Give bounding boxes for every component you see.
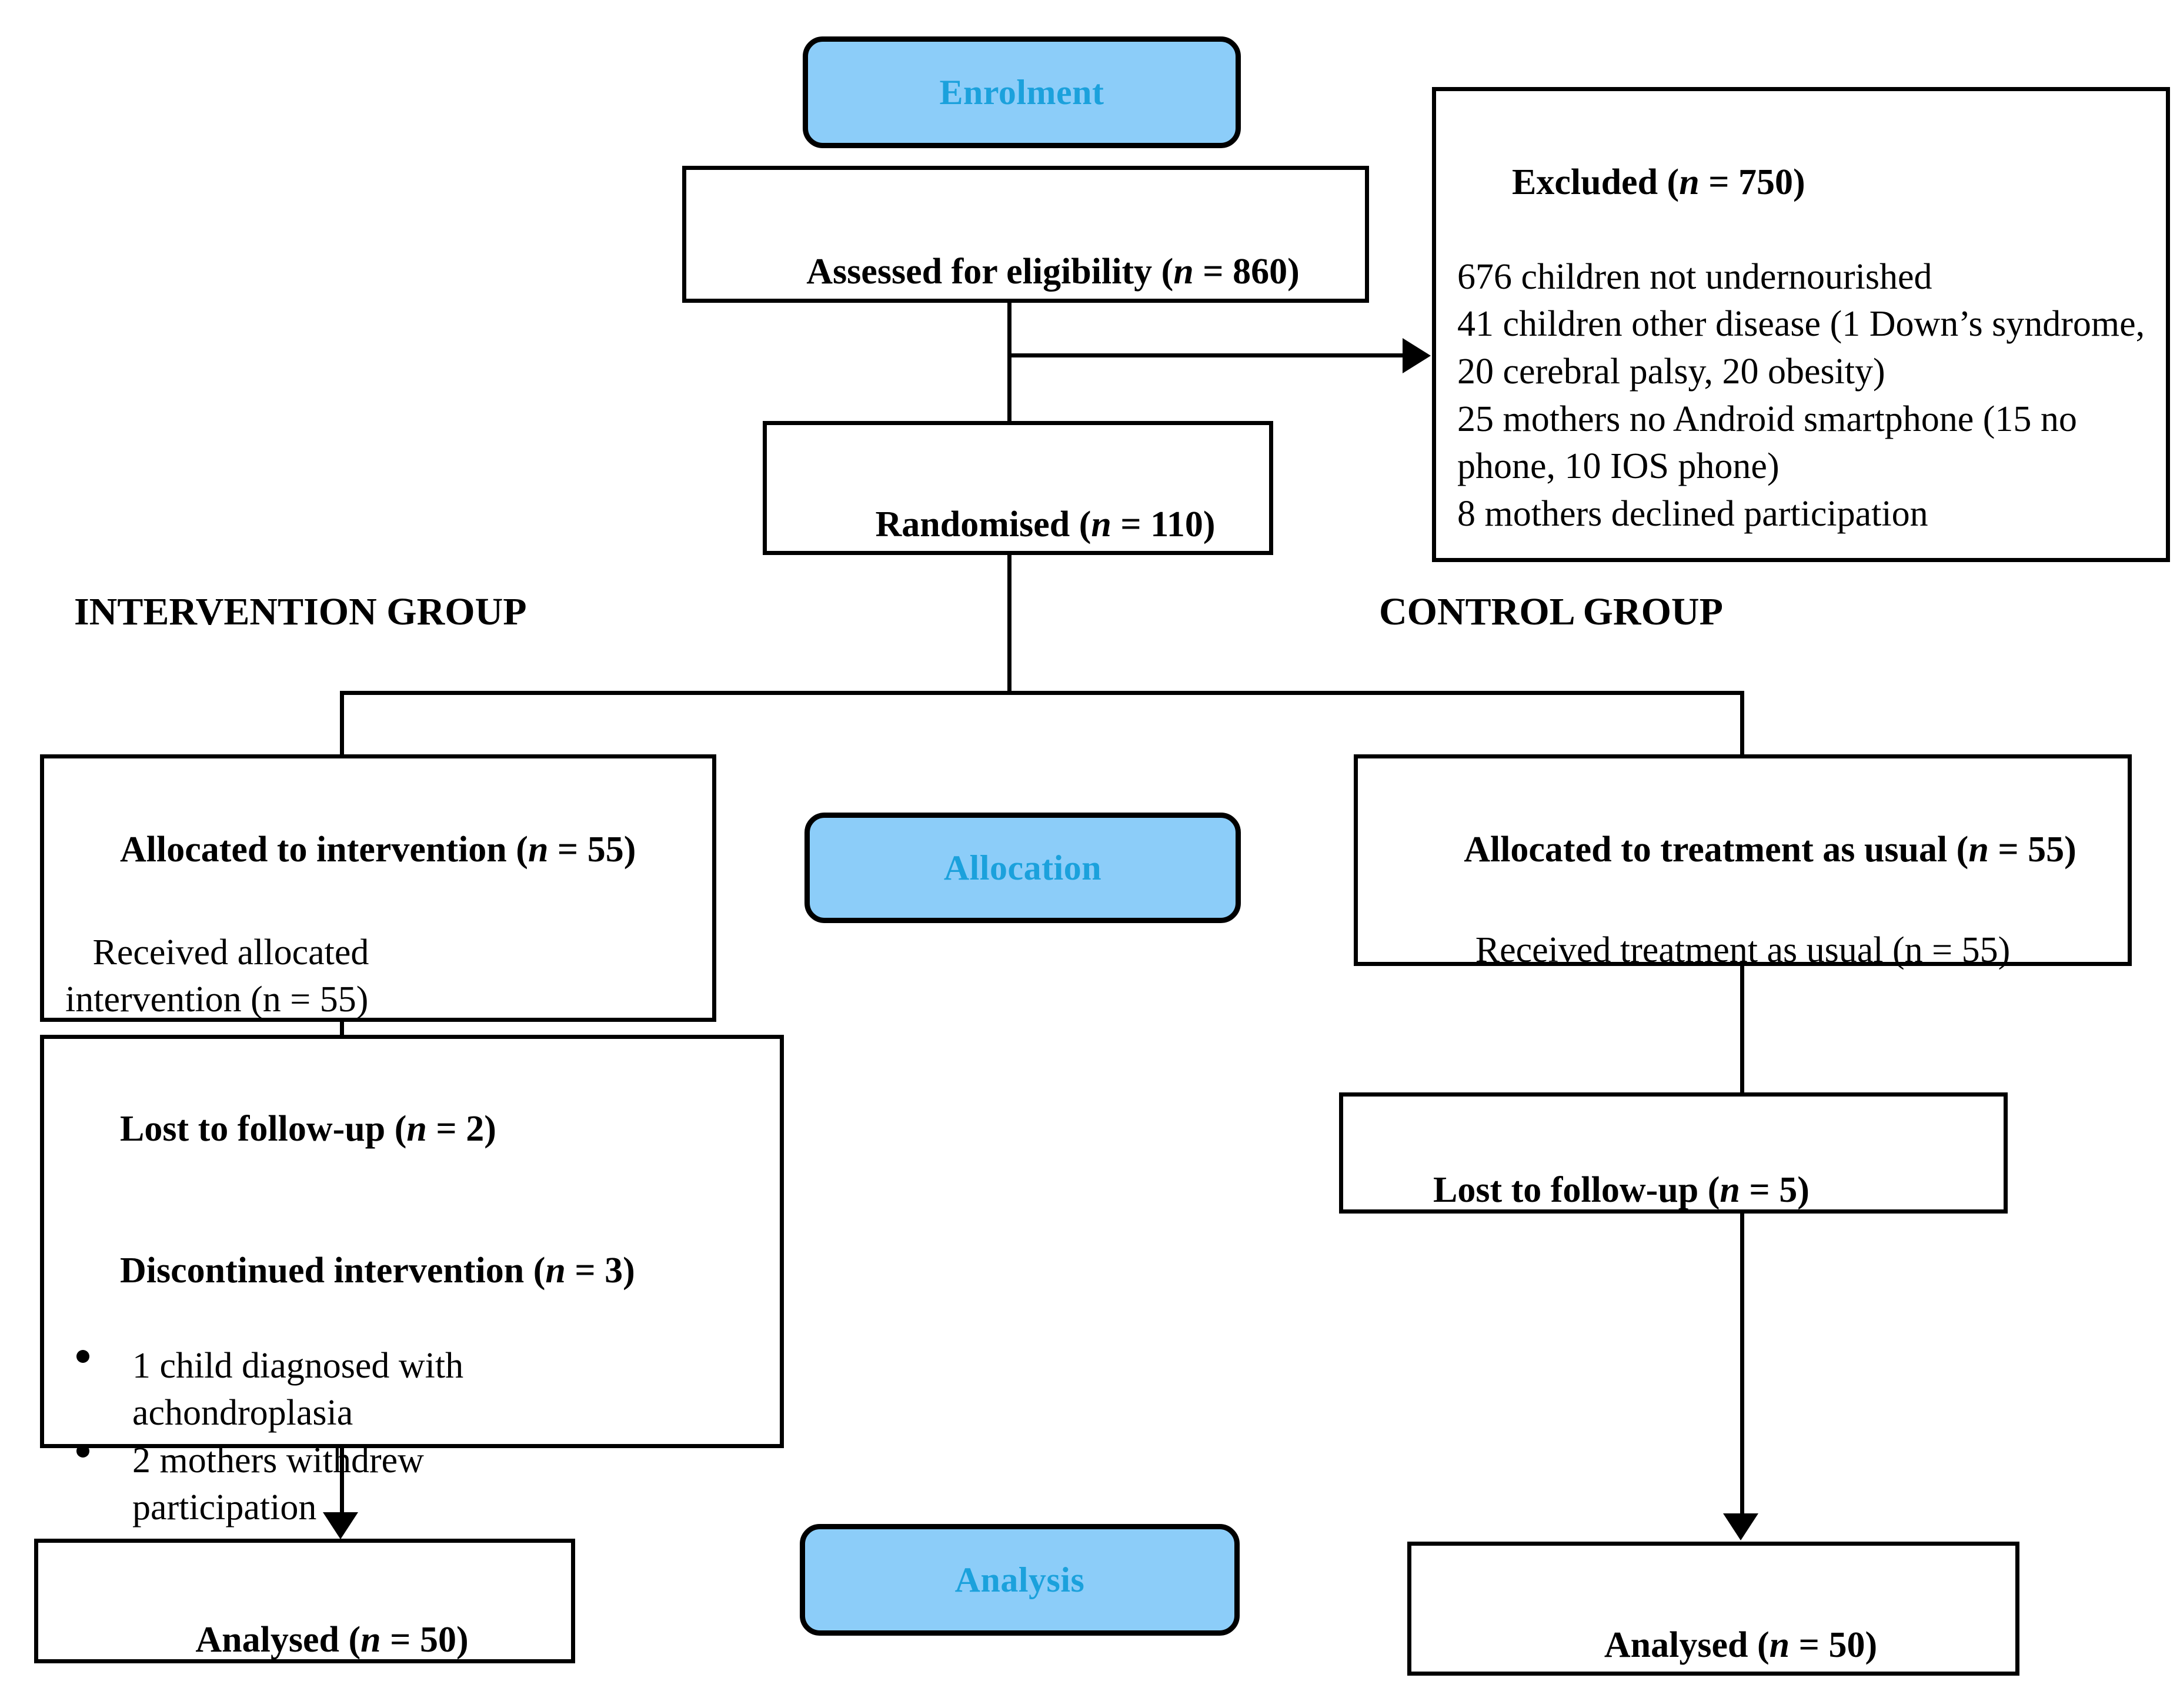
allocated-control-n-symbol: n (1968, 829, 1989, 870)
connector-split-to-intervention (340, 691, 344, 756)
excluded-reason-1: 676 children not undernourished (1457, 256, 1932, 297)
connector-excluded-arrowhead (1403, 338, 1431, 373)
analysed-control-prefix: Analysed ( (1604, 1625, 1770, 1665)
box-analysed-intervention: Analysed (n = 50) (34, 1539, 575, 1663)
bullet-icon (76, 1350, 89, 1363)
stage-label-allocation-text: Allocation (943, 848, 1102, 887)
connector-intervention-analysed-arrowhead (323, 1512, 358, 1539)
control-lost-heading: Lost to follow-up (n = 5) (1343, 1097, 2004, 1261)
analysed-intervention-n-symbol: n (360, 1619, 381, 1660)
heading-intervention-group: INTERVENTION GROUP (74, 590, 527, 633)
box-analysed-control: Analysed (n = 50) (1407, 1542, 2019, 1676)
intervention-lost-heading: Lost to follow-up (n = 2) (44, 1039, 780, 1200)
intervention-discontinued-n-symbol: n (545, 1251, 566, 1291)
connector-allocation-split-bar (340, 691, 1744, 695)
assessed-n-symbol: n (1173, 251, 1194, 292)
assessed-prefix: Assessed for eligibility ( (806, 251, 1174, 292)
excluded-reason-3: 25 mothers no Android smartphone (15 no … (1457, 399, 2086, 487)
intervention-discontinued-reasons: 1 child diagnosed with achondroplasia 2 … (44, 1342, 780, 1532)
box-lost-control: Lost to follow-up (n = 5) (1339, 1092, 2008, 1214)
bullet-icon (76, 1445, 89, 1458)
connector-excluded-branch (1007, 353, 1403, 357)
excluded-heading-value: = 750) (1699, 162, 1805, 202)
allocated-intervention-n-symbol: n (528, 829, 549, 870)
assessed-value: = 860) (1193, 251, 1300, 292)
connector-control-alloc-to-lost (1740, 964, 1744, 1092)
allocated-intervention-heading: Allocated to intervention (n = 55) (44, 758, 712, 921)
control-lost-n-symbol: n (1720, 1169, 1740, 1210)
analysed-intervention-text: Analysed (n = 50) (38, 1543, 571, 1708)
allocated-intervention-prefix: Allocated to intervention ( (120, 829, 528, 870)
connector-randomised-trunk (1007, 554, 1011, 694)
intervention-discontinued-prefix: Discontinued intervention ( (120, 1251, 546, 1291)
intervention-discontinued-heading: Discontinued intervention (n = 3) (44, 1200, 780, 1342)
allocated-intervention-detail: Received allocated intervention (n = 55) (65, 932, 369, 1020)
excluded-reason-4: 8 mothers declined participation (1457, 493, 1928, 534)
control-lost-value: = 5) (1740, 1169, 1810, 1210)
allocated-intervention-value: = 55) (548, 829, 636, 870)
connector-assessed-to-randomised (1007, 301, 1011, 425)
excluded-heading-n-symbol: n (1679, 162, 1700, 202)
intervention-discontinued-value: = 3) (565, 1251, 635, 1291)
stage-label-analysis: Analysis (800, 1524, 1240, 1636)
analysed-control-text: Analysed (n = 50) (1411, 1546, 2015, 1708)
box-excluded: Excluded (n = 750) 676 children not unde… (1432, 87, 2170, 562)
stage-label-enrolment-text: Enrolment (939, 73, 1104, 112)
control-lost-prefix: Lost to follow-up ( (1433, 1169, 1720, 1210)
excluded-heading: Excluded (n = 750) (1436, 91, 2166, 253)
heading-control-group: CONTROL GROUP (1379, 590, 1723, 633)
connector-control-lost-to-analysed (1740, 1212, 1744, 1518)
stage-label-analysis-text: Analysis (954, 1560, 1085, 1599)
intervention-lost-value: = 2) (426, 1108, 496, 1149)
box-allocated-intervention: Allocated to intervention (n = 55) Recei… (40, 754, 716, 1022)
allocated-control-prefix: Allocated to treatment as usual ( (1464, 829, 1969, 870)
randomised-n-symbol: n (1091, 504, 1111, 544)
allocated-control-value: = 55) (1988, 829, 2076, 870)
intervention-lost-n-symbol: n (406, 1108, 427, 1149)
box-lost-discontinued-intervention: Lost to follow-up (n = 2) Discontinued i… (40, 1035, 784, 1527)
box-assessed-for-eligibility: Assessed for eligibility (n = 860) (682, 166, 1369, 303)
randomised-value: = 110) (1111, 504, 1216, 544)
stage-label-enrolment: Enrolment (803, 36, 1241, 148)
intervention-reason-2: 2 mothers withdrew participation (132, 1440, 424, 1528)
intervention-lost-prefix: Lost to follow-up ( (120, 1108, 407, 1149)
assessed-for-eligibility-text: Assessed for eligibility (n = 860) (686, 170, 1365, 343)
allocated-control-heading: Allocated to treatment as usual (n = 55) (1358, 758, 2128, 921)
analysed-intervention-prefix: Analysed ( (195, 1619, 361, 1660)
list-item: 2 mothers withdrew participation (44, 1437, 568, 1532)
box-randomised: Randomised (n = 110) (763, 421, 1273, 555)
analysed-intervention-value: = 50) (380, 1619, 469, 1660)
randomised-text: Randomised (n = 110) (767, 425, 1269, 596)
analysed-control-value: = 50) (1790, 1625, 1878, 1665)
connector-intervention-lost-to-analysed (340, 1446, 344, 1517)
list-item: 1 child diagnosed with achondroplasia (44, 1342, 568, 1437)
excluded-reason-2: 41 children other disease (1 Down’s synd… (1457, 304, 2154, 392)
connector-control-analysed-arrowhead (1723, 1513, 1758, 1540)
connector-intervention-alloc-to-lost (340, 1020, 344, 1035)
stage-label-allocation: Allocation (804, 813, 1241, 923)
connector-split-to-control (1740, 691, 1744, 756)
allocated-control-detail: Received treatment as usual (n = 55) (1475, 930, 2011, 970)
intervention-reason-1: 1 child diagnosed with achondroplasia (132, 1345, 464, 1433)
excluded-heading-prefix: Excluded ( (1512, 162, 1680, 202)
analysed-control-n-symbol: n (1769, 1625, 1790, 1665)
randomised-prefix: Randomised ( (875, 504, 1091, 544)
box-allocated-control: Allocated to treatment as usual (n = 55)… (1354, 754, 2132, 970)
